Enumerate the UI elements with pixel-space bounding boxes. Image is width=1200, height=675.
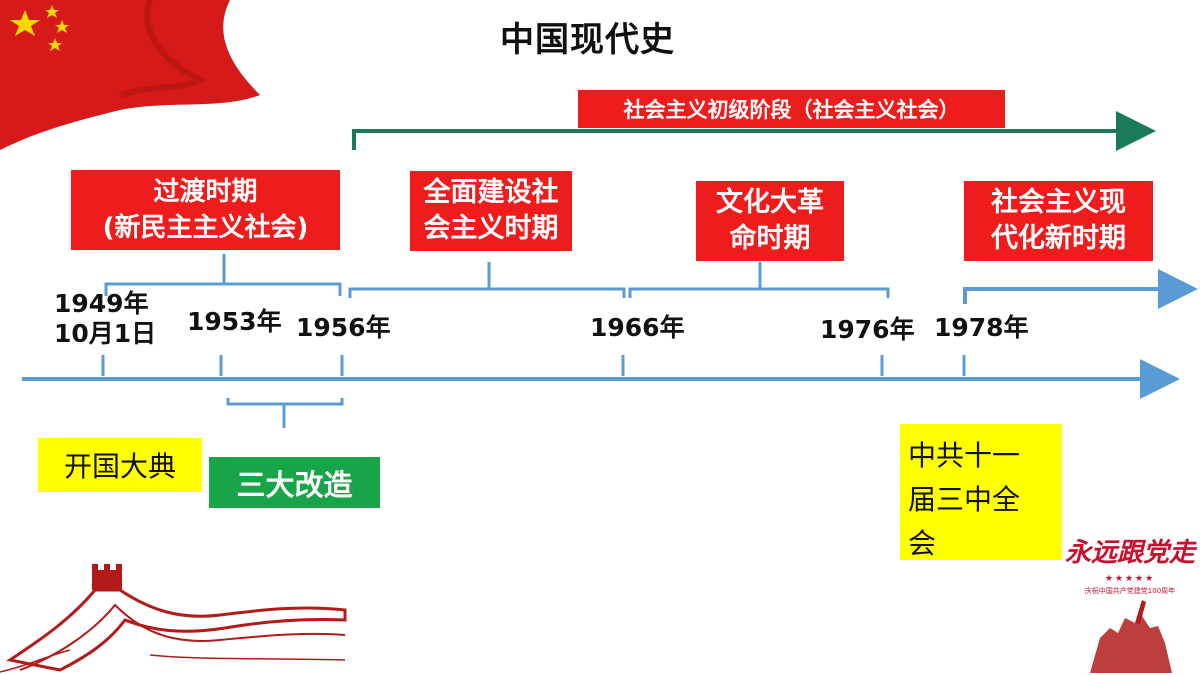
year-1949-line1: 1949年 (54, 289, 149, 318)
bracket-cultural (628, 262, 890, 298)
era-construction-line2: 会主义时期 (423, 213, 559, 244)
star-icon (45, 5, 59, 18)
era-cultural-line2: 命时期 (729, 223, 811, 254)
era-cultural-box: 文化大革 命时期 (696, 181, 844, 261)
year-1956: 1956年 (296, 313, 391, 342)
year-1978: 1978年 (934, 313, 1029, 342)
logo-subtitle: 庆祝中国共产党建党100周年 (1084, 587, 1176, 595)
primary-stage-arrow (352, 111, 1156, 151)
bracket-three-transform (226, 398, 344, 428)
bracket-construction (348, 262, 626, 298)
year-1976: 1976年 (820, 315, 915, 344)
flag-decoration (0, 0, 260, 150)
page-title: 中国现代史 (500, 20, 675, 60)
era-construction-box: 全面建设社 会主义时期 (410, 171, 572, 251)
era-modernization-line1: 社会主义现 (991, 187, 1126, 218)
event-third-plenum-line1: 中共十一 (908, 439, 1021, 472)
event-founding-ceremony: 开国大典 (38, 438, 202, 492)
era-primary-stage-label: 社会主义初级阶段（社会主义社会） (578, 90, 1005, 128)
star-icon (10, 10, 40, 36)
era-modernization-box: 社会主义现 代化新时期 (964, 181, 1153, 261)
year-1953: 1953年 (187, 307, 282, 336)
great-wall-decoration (0, 564, 347, 673)
star-icon (55, 20, 69, 33)
star-icon (48, 38, 62, 51)
logo-text: 永远跟党走 (1064, 538, 1195, 568)
event-third-plenum-line3: 会 (908, 527, 937, 560)
party-anniversary-logo: 永远跟党走 ★★★★★ 庆祝中国共产党建党100周年 (1060, 528, 1200, 675)
era-modernization-line2: 代化新时期 (991, 223, 1126, 254)
year-1966: 1966年 (590, 313, 685, 342)
event-third-plenum-line2: 届三中全 (908, 483, 1021, 516)
era-transition-line1: 过渡时期 (153, 177, 258, 207)
year-1949-line2: 10月1日 (54, 319, 157, 348)
era-transition-line2: (新民主主义社会) (102, 213, 309, 243)
event-three-transformations: 三大改造 (209, 457, 380, 508)
era-construction-line1: 全面建设社 (423, 177, 559, 208)
soldiers-illustration-icon (1090, 600, 1172, 673)
era-cultural-line1: 文化大革 (716, 187, 824, 218)
event-third-plenum: 中共十一 届三中全 会 (900, 424, 1062, 560)
modernization-arrow (963, 269, 1198, 309)
bracket-transition (104, 254, 342, 296)
logo-stars: ★★★★★ (1104, 574, 1156, 584)
era-transition-box: 过渡时期 (新民主主义社会) (71, 170, 340, 250)
